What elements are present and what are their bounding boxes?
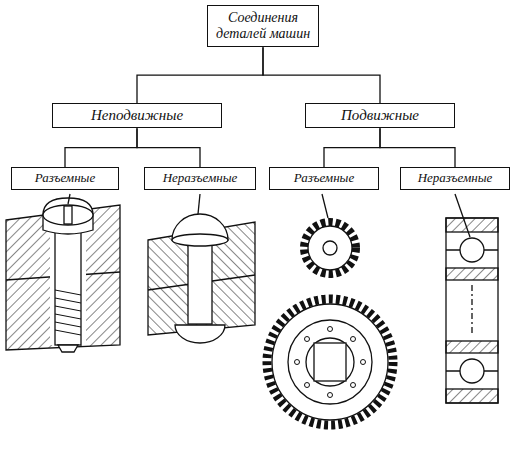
category-box: Разъемные xyxy=(269,167,379,190)
tree-connector xyxy=(137,128,200,167)
rivet-joint xyxy=(148,194,255,343)
gear-pair xyxy=(267,194,393,425)
tree-connector xyxy=(380,128,455,167)
bolt-joint xyxy=(6,194,120,352)
category-box: Разъемные xyxy=(11,167,119,190)
box-label: Подвижные xyxy=(314,107,446,124)
tree-connector xyxy=(137,47,263,103)
tree-connector xyxy=(65,128,137,167)
category-box: Неразъемные xyxy=(400,167,510,190)
category-box: Неподвижные xyxy=(52,103,222,128)
ball-bearing xyxy=(446,194,498,403)
category-box: Неразъемные xyxy=(144,167,256,190)
box-label: Неподвижные xyxy=(61,107,213,124)
box-label: Неразъемные xyxy=(409,171,501,186)
box-label: Разъемные xyxy=(20,171,110,186)
box-label: Разъемные xyxy=(278,171,370,186)
box-label: Неразъемные xyxy=(153,171,247,186)
tree-connector xyxy=(324,128,380,167)
category-box: Соединения деталей машин xyxy=(207,5,319,47)
category-box: Подвижные xyxy=(305,103,455,128)
tree-connector xyxy=(263,47,380,103)
box-label: Соединения деталей машин xyxy=(214,10,312,42)
